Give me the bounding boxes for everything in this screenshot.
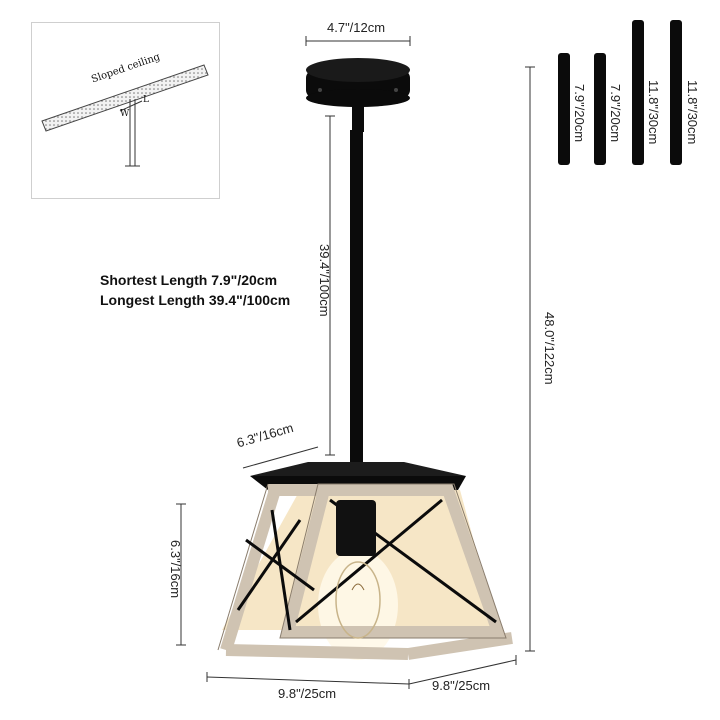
rod-length-label: 39.4"/100cm xyxy=(317,244,332,317)
rod-4-label: 11.8"/30cm xyxy=(685,80,700,145)
lamp-shade xyxy=(217,462,513,660)
ceiling-canopy xyxy=(306,58,410,132)
rod-length-dimension xyxy=(325,115,335,456)
canopy-width-label: 4.7"/12cm xyxy=(327,20,386,35)
rod-1-label: 7.9"/20cm xyxy=(572,84,587,143)
w-label: W xyxy=(120,109,130,119)
shade-height-dimension xyxy=(176,503,186,646)
top-width-dimension xyxy=(242,446,319,469)
length-specs: Shortest Length 7.9"/20cm Longest Length… xyxy=(100,270,290,310)
rod-2 xyxy=(594,53,606,165)
bulb-glow xyxy=(318,550,398,660)
bottom-depth-label: 9.8"/25cm xyxy=(432,678,491,693)
rod-4 xyxy=(670,20,682,165)
bulb-socket xyxy=(336,500,376,556)
sloped-ceiling-inset: Sloped ceiling W L xyxy=(31,22,220,199)
bottom-depth-dimension xyxy=(408,655,517,685)
rod-3-label: 11.8"/30cm xyxy=(646,80,661,145)
overall-height-dimension xyxy=(525,66,535,652)
rod-2-label: 7.9"/20cm xyxy=(608,84,623,143)
longest-length: Longest Length 39.4"/100cm xyxy=(100,292,291,308)
down-rod xyxy=(350,130,363,465)
rod-3 xyxy=(632,20,644,165)
bottom-width-label: 9.8"/25cm xyxy=(278,686,337,701)
bulb xyxy=(335,561,381,639)
sloped-ceiling-illustration xyxy=(41,64,209,167)
shade-height-label: 6.3"/16cm xyxy=(168,540,183,599)
extension-rods xyxy=(558,20,682,165)
overall-height-label: 48.0"/122cm xyxy=(542,312,557,385)
canopy-width-dimension xyxy=(305,36,411,46)
l-label: L xyxy=(143,95,149,105)
rod-1 xyxy=(558,53,570,165)
shortest-length: Shortest Length 7.9"/20cm xyxy=(100,272,278,288)
